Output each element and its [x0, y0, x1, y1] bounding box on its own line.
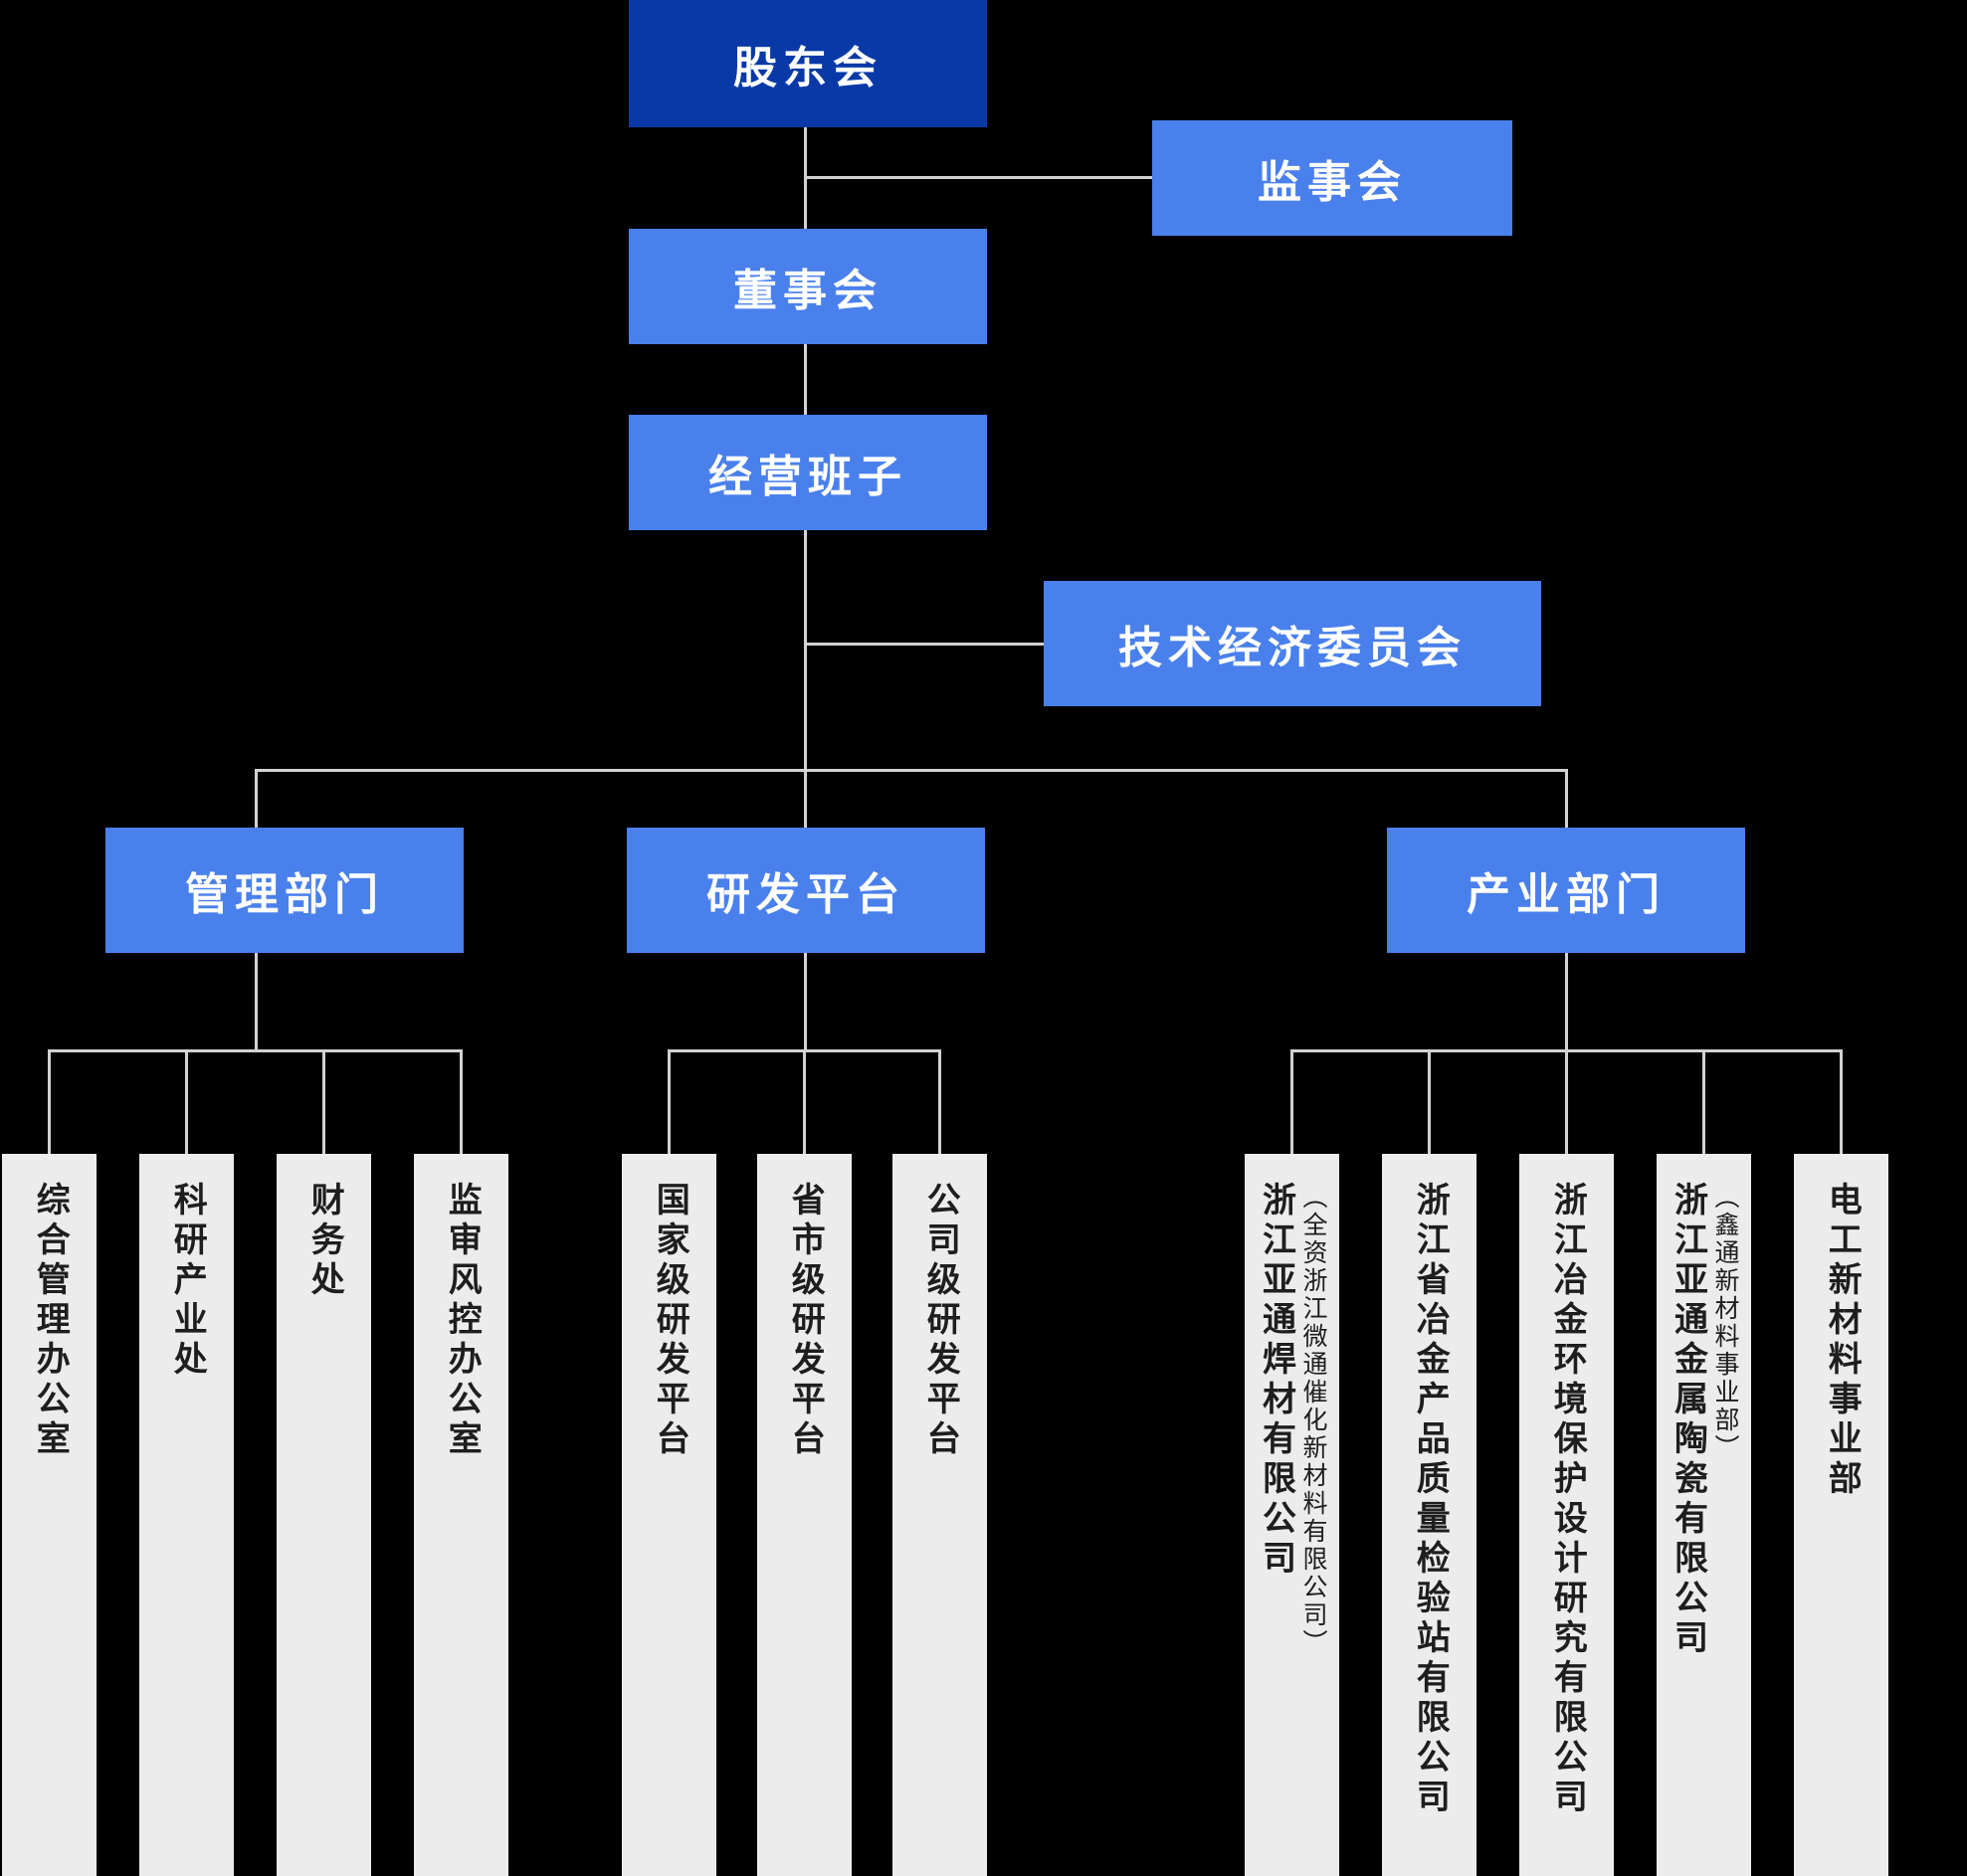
leaf-general-management-office: 综合管理办公室: [2, 1154, 97, 1876]
leaf-provincial-rnd-platform-label: 省市级研发平台: [785, 1182, 826, 1460]
connector-management-down: [255, 953, 258, 1050]
connector-management-distributor: [48, 1049, 463, 1052]
leaf-research-industry-office: 科研产业处: [139, 1154, 234, 1876]
connector-industry-stub-2: [1428, 1049, 1431, 1154]
leaf-provincial-rnd-platform: 省市级研发平台: [757, 1154, 852, 1876]
connector-main-distributor: [255, 769, 1568, 772]
leaf-company-rnd-platform-label: 公司级研发平台: [920, 1182, 961, 1460]
node-tech-econ-committee-label: 技术经济委员会: [1118, 623, 1467, 673]
leaf-metal-ceramics-company-label: 浙江亚通金属陶瓷有限公司: [1668, 1182, 1708, 1659]
node-shareholders-label: 股东会: [733, 43, 883, 94]
node-board-of-directors: 董事会: [629, 229, 987, 344]
node-management-team-label: 经营班子: [708, 452, 907, 502]
node-management-team: 经营班子: [629, 415, 987, 530]
connector-management-stub-2: [185, 1049, 188, 1154]
connector-management-stub-1: [48, 1049, 51, 1154]
node-board-of-directors-label: 董事会: [733, 266, 883, 316]
connector-management-stub-3: [322, 1049, 325, 1154]
node-industry-dept-label: 产业部门: [1467, 869, 1666, 920]
connector-industry-stub-1: [1290, 1049, 1293, 1154]
node-tech-econ-committee: 技术经济委员会: [1044, 581, 1541, 706]
connector-industry-stub-5: [1840, 1049, 1843, 1154]
leaf-metallurgy-quality-inspection-company-label: 浙江省冶金产品质量检验站有限公司: [1410, 1182, 1451, 1818]
leaf-metal-ceramics-company-subsidiary: （鑫通新材料事业部）: [1710, 1184, 1740, 1462]
leaf-environment-design-research-company-label: 浙江冶金环境保护设计研究有限公司: [1547, 1182, 1588, 1818]
connector-stub-rnd: [804, 769, 807, 828]
leaf-electrical-new-materials-division: 电工新材料事业部: [1794, 1154, 1888, 1876]
leaf-welding-materials-company-subsidiary: （全资浙江微通催化新材料有限公司）: [1298, 1184, 1328, 1657]
leaf-national-rnd-platform: 国家级研发平台: [622, 1154, 716, 1876]
leaf-metallurgy-quality-inspection-company: 浙江省冶金产品质量检验站有限公司: [1382, 1154, 1476, 1876]
node-rnd-platform: 研发平台: [627, 828, 985, 953]
node-rnd-platform-label: 研发平台: [706, 869, 905, 920]
connector-industry-stub-4: [1702, 1049, 1705, 1154]
connector-rnd-down: [804, 953, 807, 1050]
leaf-audit-risk-office-label: 监审风控办公室: [442, 1182, 483, 1460]
leaf-welding-materials-company: 浙江亚通焊材有限公司 （全资浙江微通催化新材料有限公司）: [1245, 1154, 1339, 1876]
leaf-environment-design-research-company: 浙江冶金环境保护设计研究有限公司: [1519, 1154, 1614, 1876]
node-management-dept: 管理部门: [105, 828, 464, 953]
connector-management-stub-4: [460, 1049, 463, 1154]
node-supervisory-board: 监事会: [1152, 120, 1512, 236]
leaf-finance-office-label: 财务处: [304, 1182, 345, 1301]
connector-rnd-stub-2: [803, 1049, 806, 1154]
leaf-electrical-new-materials-division-label: 电工新材料事业部: [1822, 1182, 1863, 1500]
leaf-metal-ceramics-company: 浙江亚通金属陶瓷有限公司 （鑫通新材料事业部）: [1657, 1154, 1751, 1876]
node-industry-dept: 产业部门: [1387, 828, 1745, 953]
node-shareholders: 股东会: [629, 0, 987, 127]
connector-to-tech-committee: [804, 643, 1046, 646]
leaf-company-rnd-platform: 公司级研发平台: [892, 1154, 987, 1876]
leaf-welding-materials-company-label: 浙江亚通焊材有限公司: [1256, 1182, 1296, 1580]
connector-to-supervisory: [804, 176, 1154, 179]
leaf-national-rnd-platform-label: 国家级研发平台: [650, 1182, 690, 1460]
connector-team-distributor: [804, 530, 807, 771]
connector-rnd-stub-1: [668, 1049, 671, 1154]
connector-stub-management: [255, 769, 258, 828]
connector-rnd-stub-3: [938, 1049, 941, 1154]
leaf-audit-risk-office: 监审风控办公室: [414, 1154, 508, 1876]
node-supervisory-board-label: 监事会: [1258, 157, 1407, 208]
leaf-finance-office: 财务处: [277, 1154, 371, 1876]
connector-industry-stub-3: [1565, 1049, 1568, 1154]
connector-industry-down: [1565, 953, 1568, 1050]
connector-board-team: [804, 344, 807, 415]
node-management-dept-label: 管理部门: [185, 869, 384, 920]
connector-stub-industry: [1565, 769, 1568, 828]
leaf-research-industry-office-label: 科研产业处: [167, 1182, 208, 1381]
leaf-general-management-office-label: 综合管理办公室: [30, 1182, 71, 1460]
